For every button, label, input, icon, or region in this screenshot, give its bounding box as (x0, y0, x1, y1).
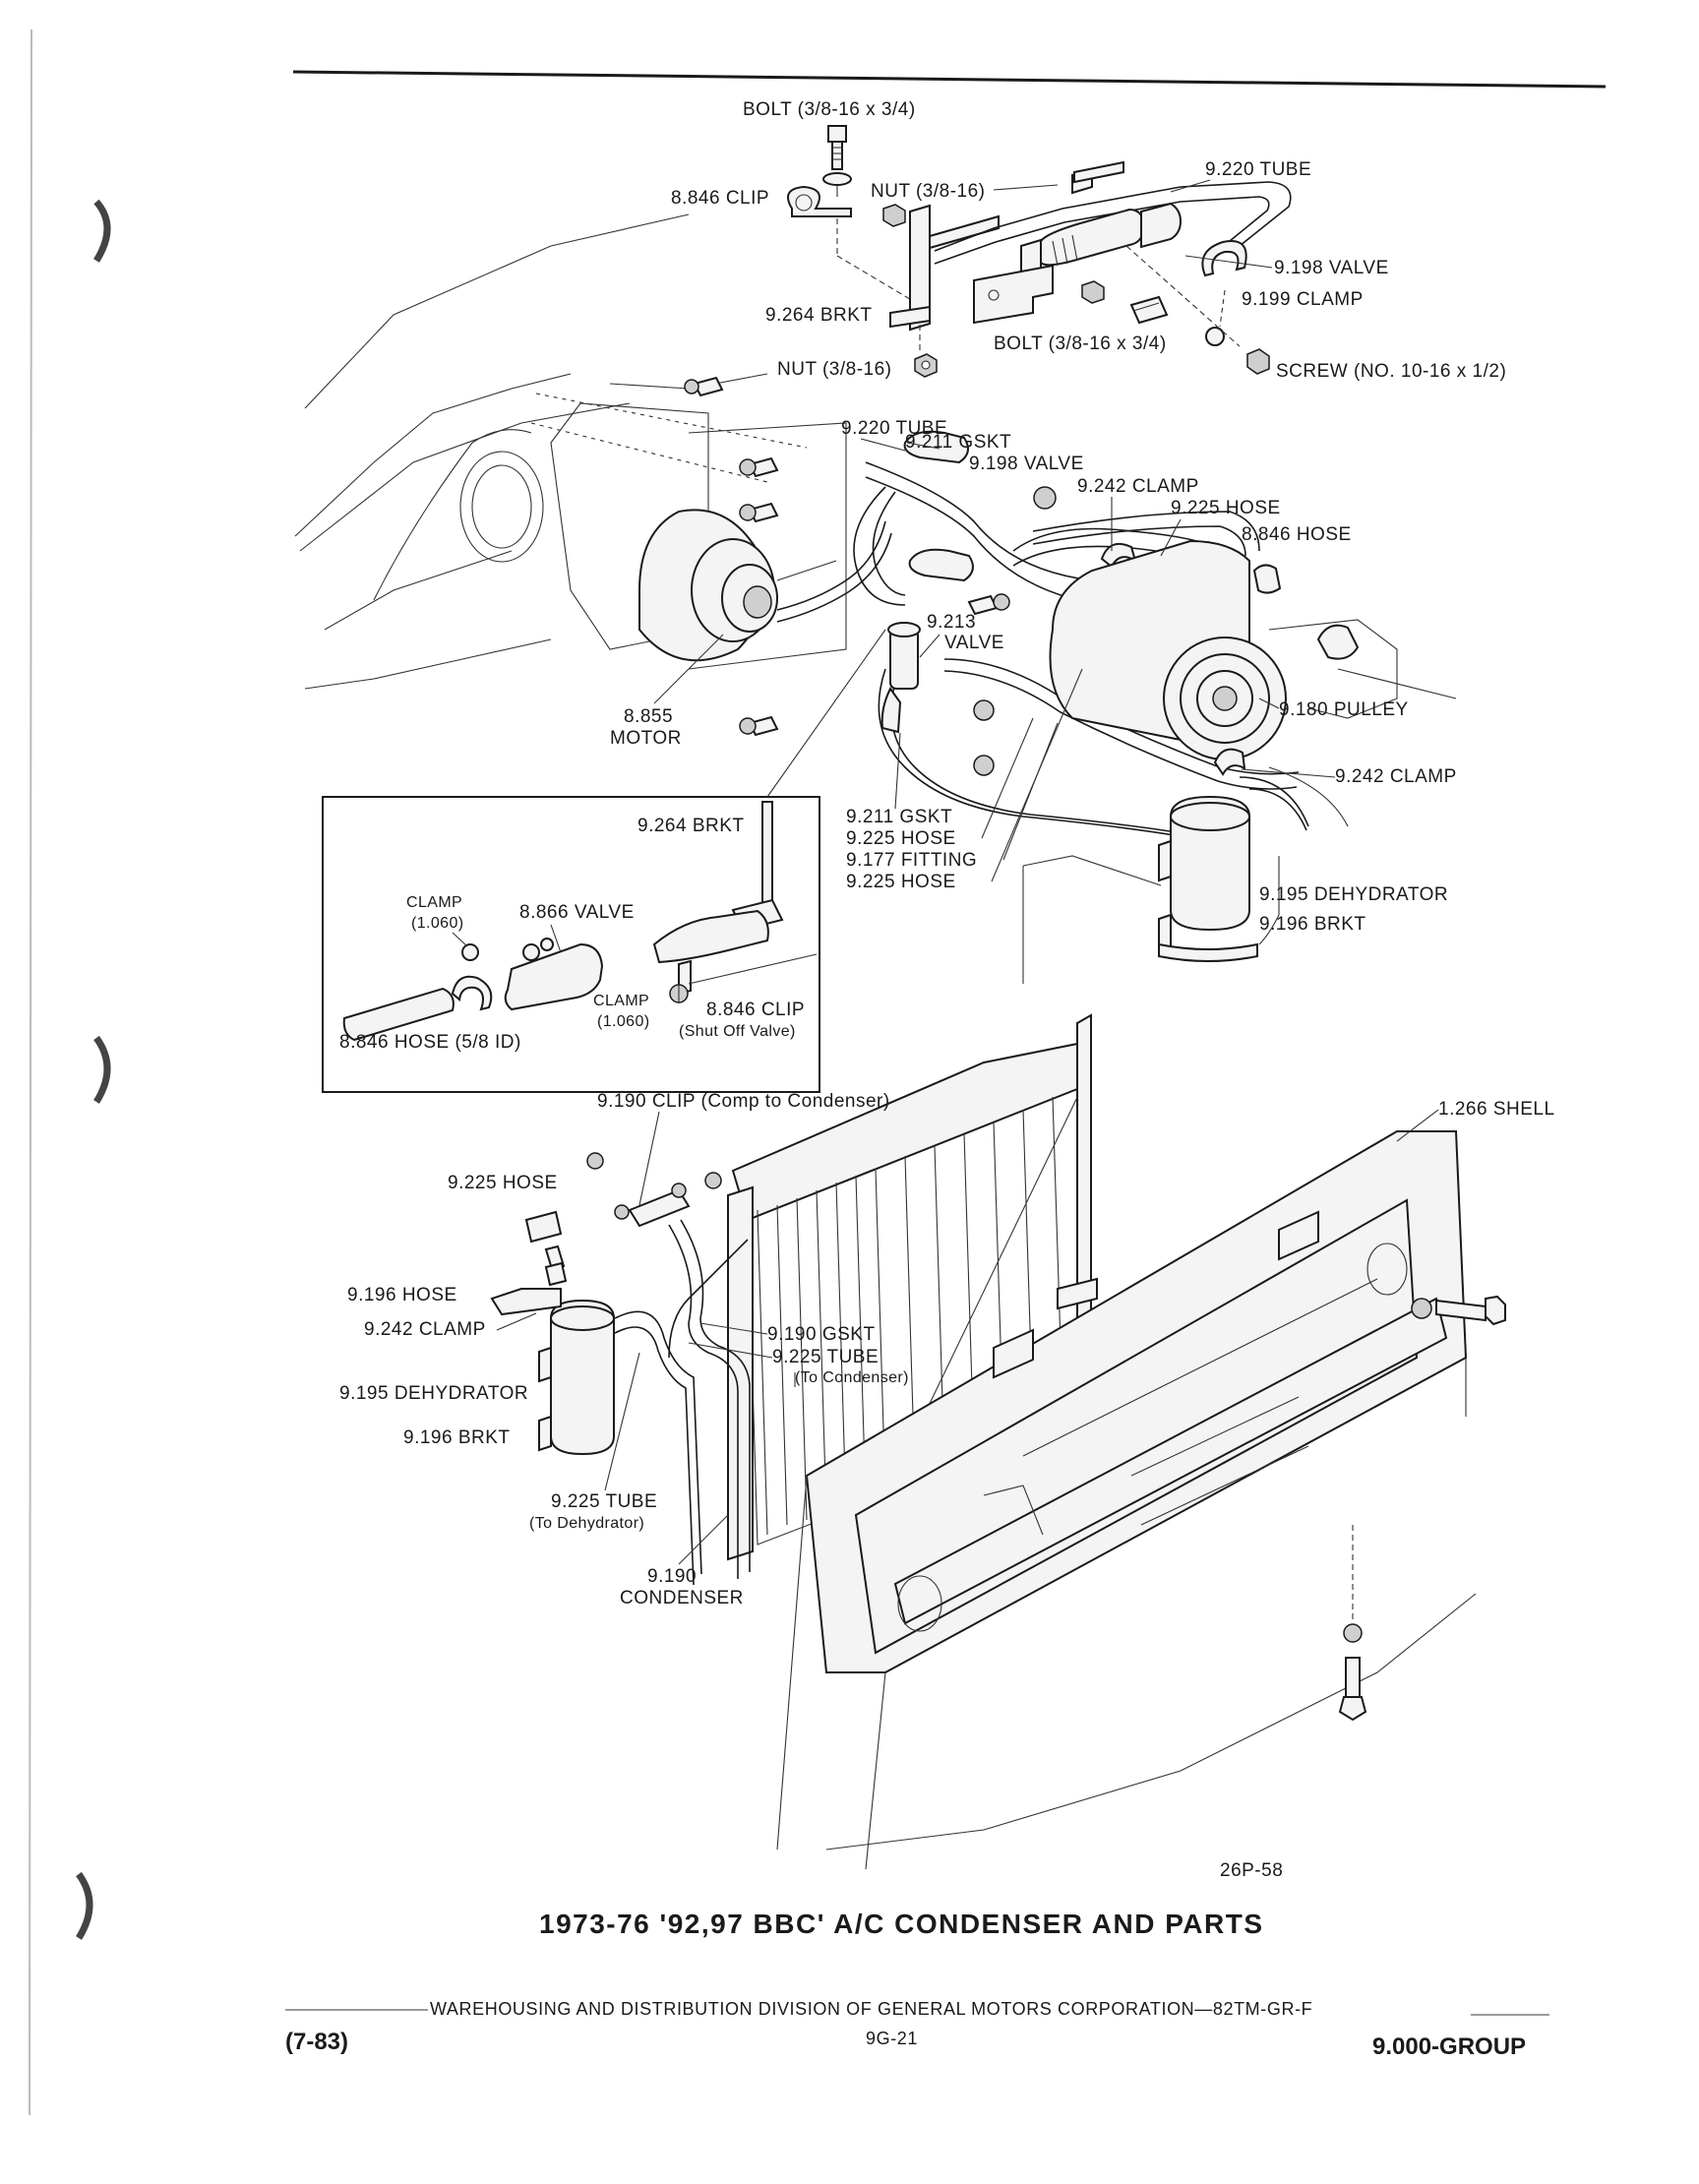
label-inset-clamp-a: CLAMP (406, 894, 462, 911)
clip-8846-icon (787, 185, 852, 217)
label-inset-clamp-b-num: (1.060) (597, 1013, 650, 1030)
label-clamp-9242-lower: 9.242 CLAMP (364, 1319, 486, 1340)
label-bolt-mid: BOLT (3/8-16 x 3/4) (994, 334, 1167, 354)
label-dehydrator-lower: 9.195 DEHYDRATOR (339, 1383, 528, 1404)
condenser-view (490, 1013, 1506, 1870)
label-valve-9198-top: 9.198 VALVE (1274, 258, 1389, 278)
label-motor-word: MOTOR (610, 728, 682, 749)
label-clamp-9199: 9.199 CLAMP (1242, 289, 1364, 310)
dehydrator-lower-icon (538, 1299, 615, 1456)
label-valve-9213-word: VALVE (944, 633, 1004, 653)
top-exploded-view (787, 125, 1292, 378)
label-hose-8846-engine: 8.846 HOSE (1242, 524, 1352, 545)
nut-top-icon (882, 204, 906, 227)
label-tube-9225-dehydrator-note: (To Dehydrator) (529, 1515, 644, 1532)
label-valve-9213-num: 9.213 (927, 612, 976, 633)
label-bolt-top: BOLT (3/8-16 x 3/4) (743, 99, 916, 120)
label-nut-bottom: NUT (3/8-16) (777, 359, 892, 380)
shell-1266-icon (776, 1130, 1477, 1870)
label-condenser-word: CONDENSER (620, 1588, 744, 1608)
clamp-b-icon (669, 984, 689, 1003)
label-fitting-9177: 9.177 FITTING (846, 850, 977, 871)
label-gskt-9211: 9.211 GSKT (905, 432, 1011, 453)
page-footer: WAREHOUSING AND DISTRIBUTION DIVISION OF… (285, 1999, 1549, 2060)
figure-code: 26P-58 (1220, 1860, 1283, 1881)
label-clamp-9242-engine: 9.242 CLAMP (1077, 476, 1199, 497)
bolt-top-icon (822, 125, 852, 186)
motor-8855-icon (638, 509, 837, 662)
label-hose-9225-lower: 9.225 HOSE (448, 1173, 558, 1193)
engine-bolts (684, 376, 1057, 776)
label-inset-hose-8846: 8.846 HOSE (5/8 ID) (339, 1032, 521, 1053)
shell-bolt-icon (1411, 1295, 1506, 1326)
label-tube-9220-engine: 9.220 TUBE (841, 418, 947, 439)
label-hose-9225-c: 9.225 HOSE (846, 872, 956, 892)
top-labels: BOLT (3/8-16 x 3/4) 8.846 CLIP NUT (3/8-… (671, 99, 1506, 382)
engine-compartment-view (294, 213, 1457, 984)
label-screw: SCREW (NO. 10-16 x 1/2) (1276, 361, 1506, 382)
binder-marks (29, 29, 111, 2116)
footer-group: 9.000-GROUP (1372, 2033, 1526, 2060)
dehydrator-engine-icon (1158, 795, 1258, 962)
label-valve-9198-engine: 9.198 VALVE (969, 454, 1084, 474)
label-hose-9225-engine: 9.225 HOSE (1171, 498, 1281, 518)
compressor-icon (1049, 539, 1287, 760)
condenser-9190-icon (731, 1041, 1083, 1546)
figure-title: 1973-76 '92,97 BBC' A/C CONDENSER AND PA… (539, 1909, 1264, 1939)
label-tube-9225-dehydrator: 9.225 TUBE (551, 1491, 657, 1512)
footer-division: WAREHOUSING AND DISTRIBUTION DIVISION OF… (430, 1999, 1312, 2019)
engine-labels: 9.220 TUBE 9.211 GSKT 9.198 VALVE 9.242 … (610, 418, 1457, 935)
shell-screw-bottom-icon (1338, 1623, 1367, 1722)
label-hose-9225-b: 9.225 HOSE (846, 828, 956, 849)
label-motor-num: 8.855 (624, 706, 673, 727)
label-inset-brkt-9264: 9.264 BRKT (637, 816, 745, 836)
label-dehydrator-engine: 9.195 DEHYDRATOR (1259, 884, 1448, 905)
label-gskt-9211-b: 9.211 GSKT (846, 807, 952, 827)
label-clip-9190: 9.190 CLIP (Comp to Condenser) (597, 1091, 890, 1112)
screw-icon (1205, 327, 1270, 375)
label-inset-valve-8866: 8.866 VALVE (519, 902, 635, 923)
label-condenser-num: 9.190 (647, 1566, 697, 1587)
bolt-mid-icon (1081, 280, 1169, 325)
label-tube-9225-condenser: 9.225 TUBE (772, 1347, 879, 1367)
label-inset-clip-note: (Shut Off Valve) (679, 1023, 796, 1040)
inset-shutoff-valve (322, 629, 886, 1093)
label-tube-9225-condenser-note: (To Condenser) (795, 1369, 909, 1386)
label-brkt-9196-engine: 9.196 BRKT (1259, 914, 1366, 935)
label-inset-clip-8846: 8.846 CLIP (706, 1000, 805, 1020)
label-inset-clamp-b: CLAMP (593, 993, 649, 1009)
inset-labels: 9.264 BRKT CLAMP (1.060) 8.866 VALVE CLA… (339, 816, 805, 1053)
label-inset-clamp-a-num: (1.060) (411, 915, 464, 932)
label-tube-9220-top: 9.220 TUBE (1205, 159, 1311, 180)
label-brkt-9264-top: 9.264 BRKT (765, 305, 873, 326)
valve-9213-icon (880, 622, 921, 734)
label-nut-top: NUT (3/8-16) (871, 181, 986, 202)
footer-page: 9G-21 (866, 2029, 918, 2048)
brkt-9264-icon (889, 204, 1000, 332)
footer-date: (7-83) (285, 2029, 348, 2055)
label-gskt-9190: 9.190 GSKT (767, 1324, 876, 1345)
clamp-9199-icon (1201, 240, 1247, 277)
lower-labels: 9.190 CLIP (Comp to Condenser) 1.266 SHE… (339, 1091, 1555, 1608)
label-hose-9196: 9.196 HOSE (347, 1285, 457, 1305)
nut-bottom-icon (914, 353, 938, 378)
label-shell-1266: 1.266 SHELL (1438, 1099, 1555, 1120)
label-clamp-9242-engine-b: 9.242 CLAMP (1335, 766, 1457, 787)
label-clip-8846: 8.846 CLIP (671, 188, 769, 209)
top-rule (292, 70, 1607, 89)
valve-9198-icon (1020, 202, 1183, 277)
label-pulley: 9.180 PULLEY (1279, 699, 1409, 720)
label-brkt-9196-lower: 9.196 BRKT (403, 1427, 511, 1448)
